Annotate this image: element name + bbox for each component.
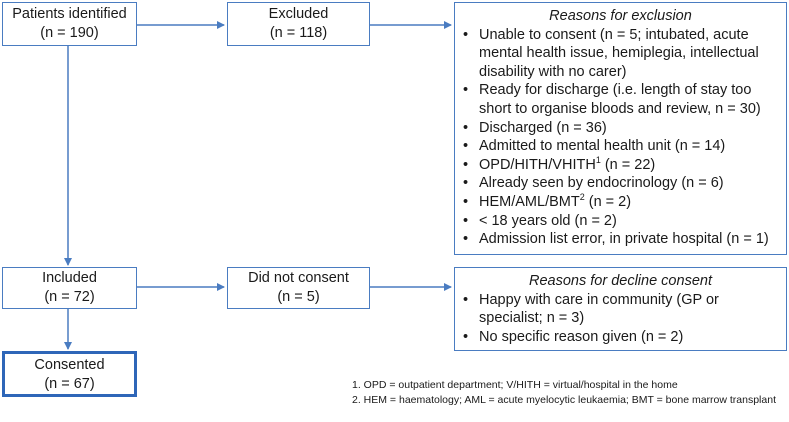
exclusion-reason-item: Unable to consent (n = 5; intubated, acu… bbox=[461, 26, 780, 82]
exclusion-reason-item: HEM/AML/BMT2 (n = 2) bbox=[461, 193, 780, 212]
not-consent-label: Did not consent bbox=[248, 270, 349, 286]
decline-reasons-title: Reasons for decline consent bbox=[529, 273, 712, 289]
consented-box: Consented (n = 67) bbox=[2, 351, 137, 397]
identified-label: Patients identified bbox=[12, 6, 127, 22]
footnotes: 1. OPD = outpatient department; V/HITH =… bbox=[352, 378, 782, 407]
footnote-1: 1. OPD = outpatient department; V/HITH =… bbox=[352, 379, 678, 391]
decline-reason-item: Happy with care in community (GP or spec… bbox=[461, 291, 780, 328]
exclusion-reason-item: Ready for discharge (i.e. length of stay… bbox=[461, 81, 780, 118]
exclusion-reasons-title: Reasons for exclusion bbox=[549, 8, 692, 24]
identified-count: (n = 190) bbox=[40, 25, 99, 41]
exclusion-reason-item: OPD/HITH/VHITH1 (n = 22) bbox=[461, 155, 780, 175]
included-box: Included (n = 72) bbox=[2, 267, 137, 309]
exclusion-reason-item: Admission list error, in private hospita… bbox=[461, 230, 780, 249]
excluded-box: Excluded (n = 118) bbox=[227, 2, 370, 46]
exclusion-reason-item: Admitted to mental health unit (n = 14) bbox=[461, 137, 780, 156]
included-label: Included bbox=[42, 270, 97, 286]
exclusion-reason-item: Already seen by endocrinology (n = 6) bbox=[461, 174, 780, 193]
footnote-2: 2. HEM = haematology; AML = acute myeloc… bbox=[352, 393, 776, 406]
decline-reasons-box: Reasons for decline consent Happy with c… bbox=[454, 267, 787, 351]
excluded-count: (n = 118) bbox=[269, 25, 328, 41]
included-count: (n = 72) bbox=[44, 289, 95, 305]
exclusion-reasons-box: Reasons for exclusion Unable to consent … bbox=[454, 2, 787, 255]
exclusion-reason-item: < 18 years old (n = 2) bbox=[461, 212, 780, 231]
identified-box: Patients identified (n = 190) bbox=[2, 2, 137, 46]
exclusion-reason-item: Discharged (n = 36) bbox=[461, 119, 780, 138]
not-consent-box: Did not consent (n = 5) bbox=[227, 267, 370, 309]
consented-label: Consented bbox=[34, 357, 105, 373]
decline-reason-item: No specific reason given (n = 2) bbox=[461, 328, 780, 347]
not-consent-count: (n = 5) bbox=[277, 289, 320, 305]
excluded-label: Excluded bbox=[268, 6, 329, 22]
consented-count: (n = 67) bbox=[44, 376, 95, 392]
